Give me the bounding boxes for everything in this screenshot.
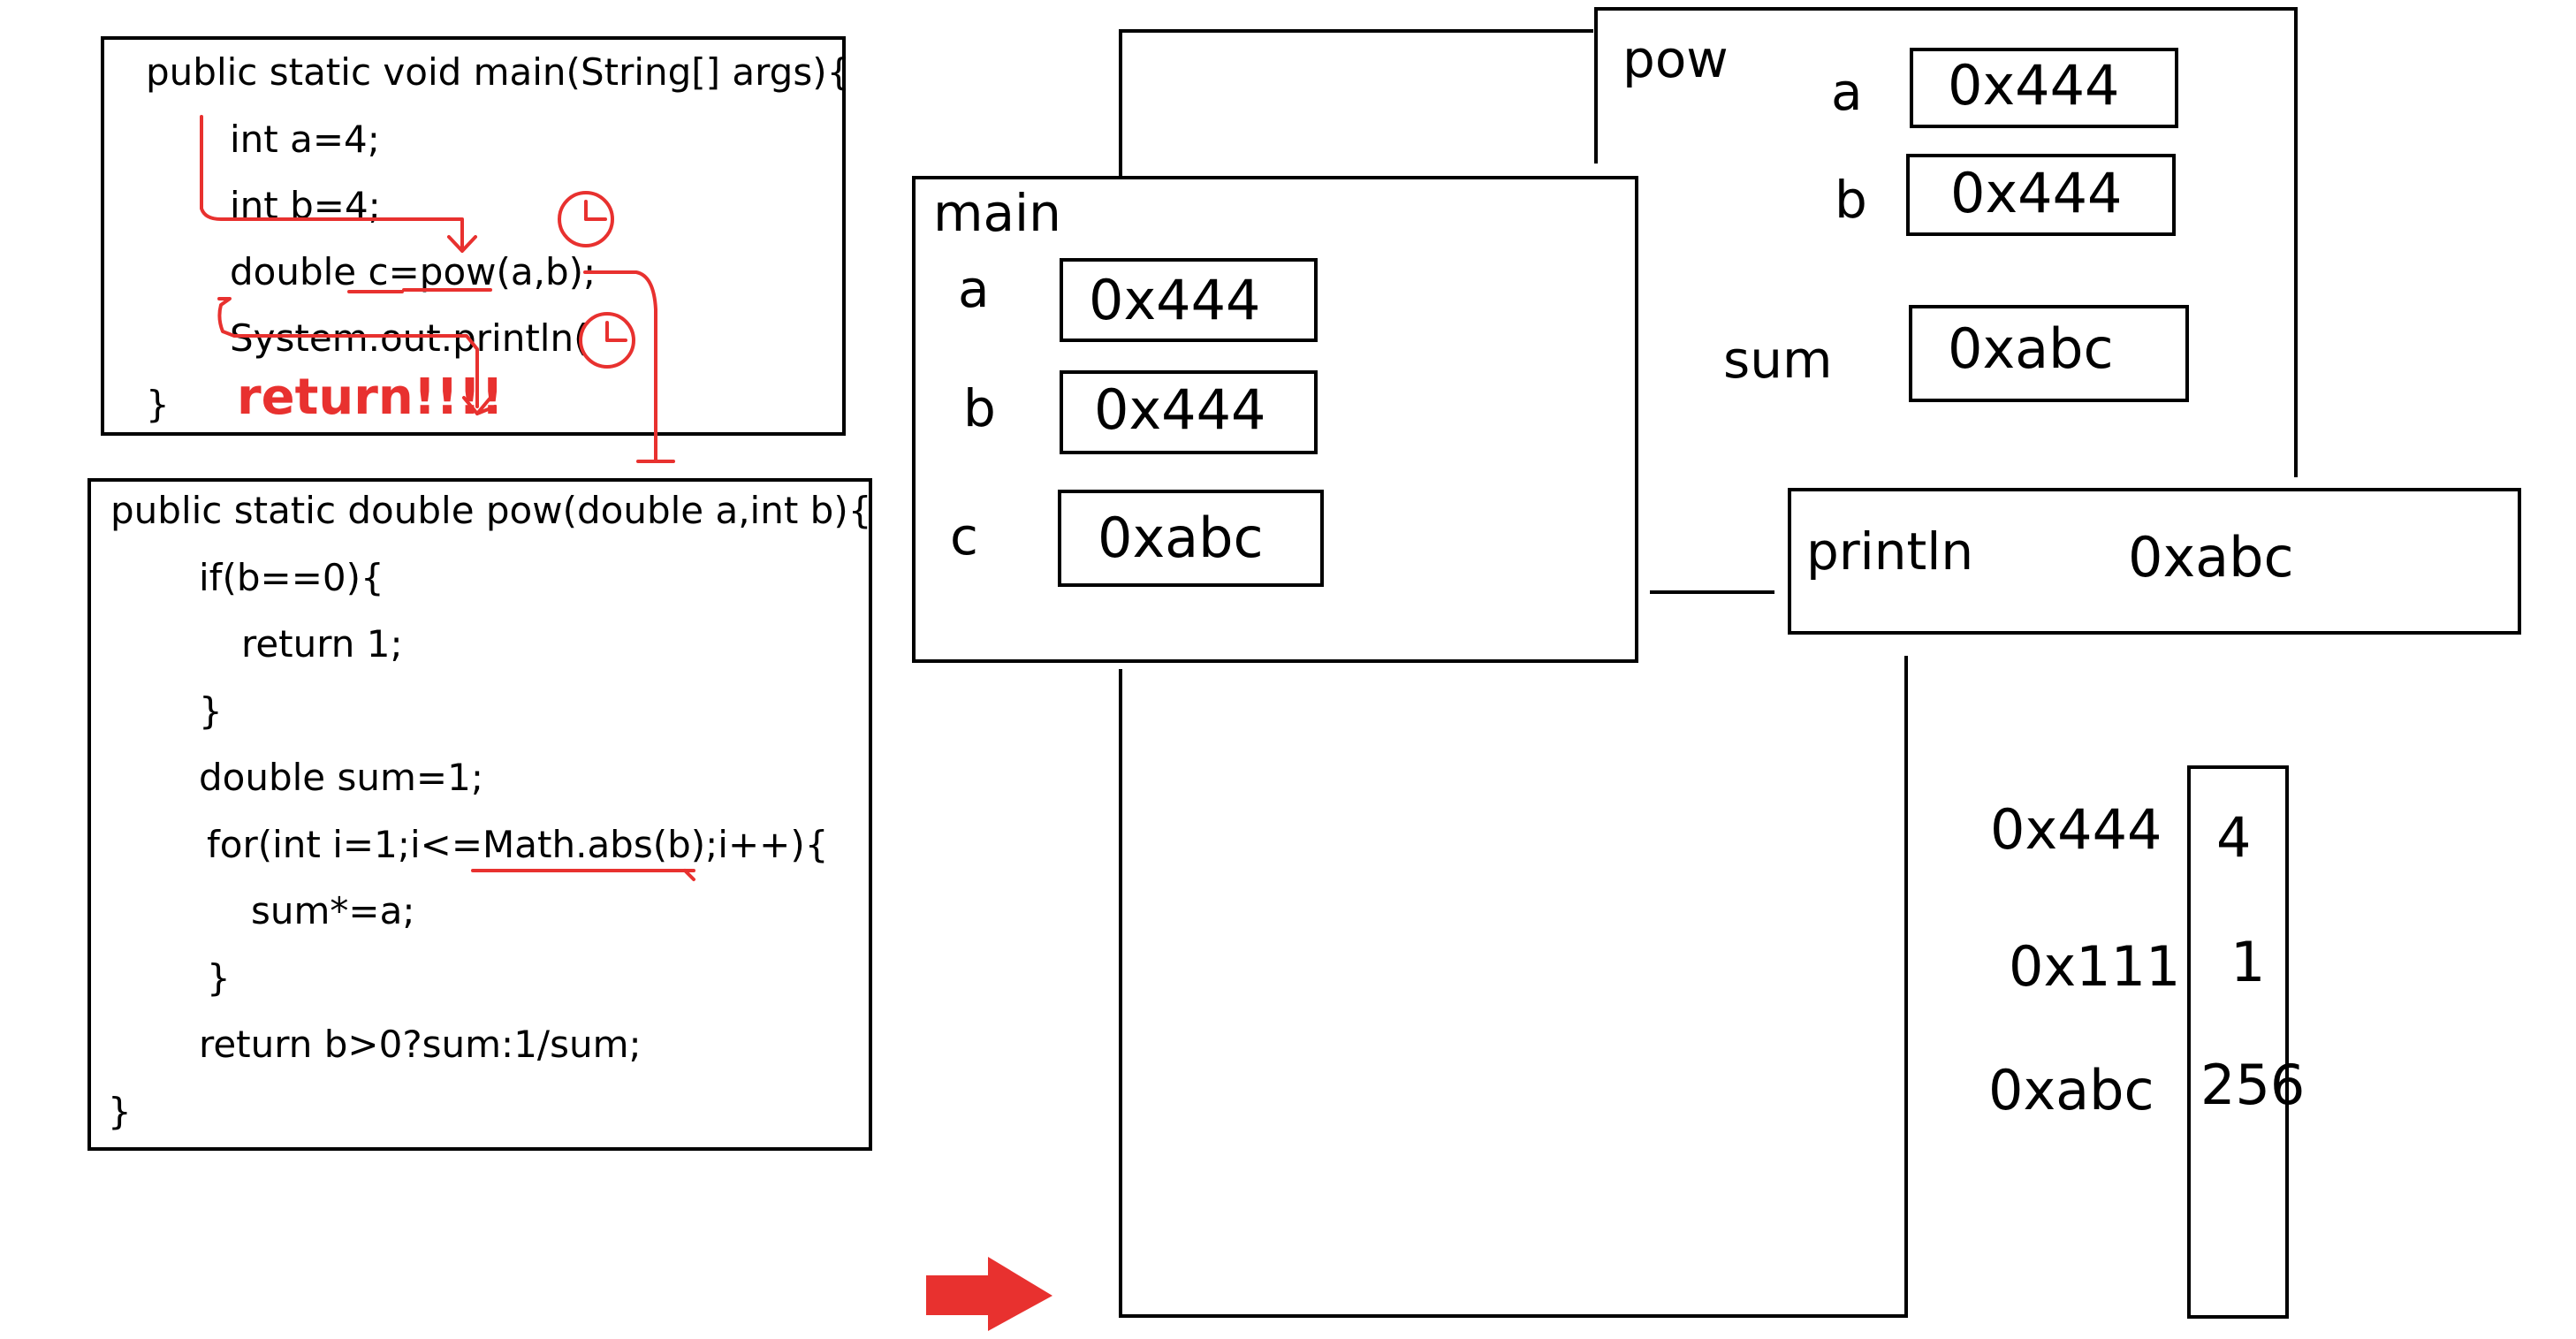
- pow-var-b-label: b: [1835, 170, 1867, 230]
- heap-column: [2187, 765, 2289, 1319]
- main-var-c-box: [1058, 490, 1324, 587]
- pow-code-line-9: return b>0?sum:1/sum;: [199, 1023, 642, 1066]
- pow-var-a-label: a: [1831, 62, 1863, 122]
- heap-value-1: 4: [2216, 805, 2252, 870]
- pow-code-line-7: sum*=a;: [251, 889, 415, 932]
- pow-code-line-6: for(int i=1;i<=Math.abs(b);i++){: [207, 823, 829, 866]
- main-var-c-value: 0xabc: [1098, 506, 1264, 570]
- main-var-a-value: 0x444: [1089, 268, 1261, 332]
- stack-pointer-arrow-icon: [926, 1257, 1052, 1331]
- pow-var-sum-value: 0xabc: [1948, 316, 2114, 381]
- main-var-c-label: c: [950, 506, 978, 567]
- main-code-line-1: public static void main(String[] args){: [146, 50, 851, 94]
- pow-var-a-value: 0x444: [1948, 53, 2120, 118]
- return-annotation: return!!!!: [237, 369, 504, 426]
- heap-value-3: 256: [2200, 1053, 2306, 1117]
- pow-code-line-4: }: [199, 689, 223, 733]
- pow-var-sum-box: [1909, 305, 2189, 402]
- pow-code-line-10: }: [108, 1090, 132, 1133]
- main-var-b-box: [1060, 370, 1318, 454]
- main-code-line-6: }: [146, 383, 170, 426]
- main-var-a-label: a: [958, 259, 990, 319]
- main-code-line-4: double c=pow(a,b);: [230, 250, 597, 293]
- main-stack-frame: [912, 176, 1638, 663]
- pow-var-b-box: [1906, 154, 2176, 236]
- main-frame-title: main: [933, 183, 1061, 243]
- main-code-line-2: int a=4;: [230, 118, 380, 161]
- println-frame-title: println: [1806, 521, 1974, 582]
- pow-code-line-3: return 1;: [241, 622, 403, 666]
- heap-value-2: 1: [2230, 930, 2266, 994]
- pow-code-line-1: public static double pow(double a,int b)…: [110, 489, 872, 532]
- pow-var-b-value: 0x444: [1950, 161, 2123, 225]
- println-stack-frame: [1788, 488, 2521, 635]
- pow-code-line-2: if(b==0){: [199, 556, 384, 599]
- pow-code-line-8: }: [207, 956, 231, 1000]
- println-frame-value: 0xabc: [2128, 525, 2294, 590]
- main-var-a-box: [1060, 258, 1318, 342]
- pow-code-box: [87, 478, 872, 1151]
- main-var-b-label: b: [963, 378, 996, 438]
- main-var-b-value: 0x444: [1094, 377, 1266, 442]
- heap-address-1: 0x444: [1990, 797, 2162, 862]
- pow-code-line-5: double sum=1;: [199, 756, 483, 799]
- heap-address-2: 0x111: [2009, 934, 2181, 999]
- stack-container-top: [1119, 29, 1593, 177]
- pow-var-a-box: [1910, 48, 2178, 128]
- pow-frame-title: pow: [1622, 29, 1729, 89]
- main-code-line-5: System.out.println(: [230, 316, 589, 360]
- heap-address-3: 0xabc: [1988, 1058, 2154, 1122]
- main-code-line-3: int b=4;: [230, 184, 381, 227]
- stack-container-bottom: [1119, 656, 1908, 1318]
- main-code-box: [101, 36, 846, 436]
- pow-var-sum-label: sum: [1723, 330, 1833, 390]
